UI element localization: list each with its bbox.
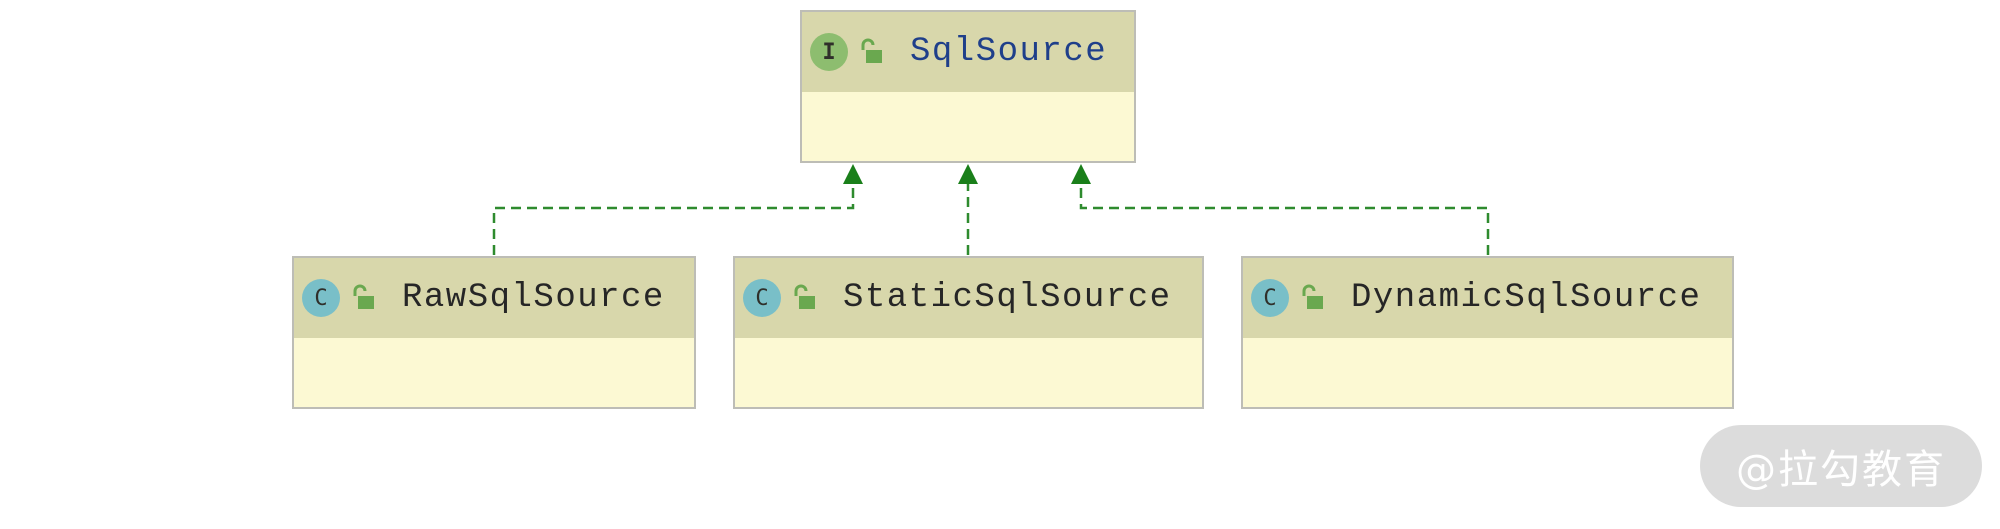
arrowhead-dynamicsqlsource xyxy=(1071,164,1091,184)
dynamicsqlsource-name: DynamicSqlSource xyxy=(1351,279,1702,317)
unlocked-padlock-icon xyxy=(861,38,882,63)
staticsqlsource-body xyxy=(735,338,1202,407)
edge-rawsqlsource-to-sqlsource xyxy=(492,182,855,255)
sqlsource-header: I SqlSource xyxy=(802,12,1134,96)
class-badge-icon: C xyxy=(302,279,340,317)
class-badge-icon: C xyxy=(743,279,781,317)
watermark-badge: @拉勾教育 xyxy=(1700,425,1982,507)
rawsqlsource-body xyxy=(294,338,694,407)
staticsqlsource-class-box[interactable]: C StaticSqlSource xyxy=(733,256,1204,409)
arrowhead-rawsqlsource xyxy=(843,164,863,184)
arrowhead-staticsqlsource xyxy=(958,164,978,184)
staticsqlsource-name: StaticSqlSource xyxy=(843,279,1172,317)
rawsqlsource-class-box[interactable]: C RawSqlSource xyxy=(292,256,696,409)
unlocked-padlock-icon xyxy=(1302,284,1323,309)
edge-dynamicsqlsource-to-sqlsource xyxy=(1079,182,1490,255)
unlocked-padlock-icon xyxy=(353,284,374,309)
dynamicsqlsource-header: C DynamicSqlSource xyxy=(1243,258,1732,342)
rawsqlsource-name: RawSqlSource xyxy=(402,279,665,317)
sqlsource-name: SqlSource xyxy=(910,33,1108,71)
sqlsource-interface-box[interactable]: I SqlSource xyxy=(800,10,1136,163)
unlocked-padlock-icon xyxy=(794,284,815,309)
interface-badge-icon: I xyxy=(810,33,848,71)
sqlsource-body xyxy=(802,92,1134,161)
rawsqlsource-header: C RawSqlSource xyxy=(294,258,694,342)
dynamicsqlsource-body xyxy=(1243,338,1732,407)
watermark-text: @拉勾教育 xyxy=(1736,447,1946,493)
staticsqlsource-header: C StaticSqlSource xyxy=(735,258,1202,342)
dynamicsqlsource-class-box[interactable]: C DynamicSqlSource xyxy=(1241,256,1734,409)
class-badge-icon: C xyxy=(1251,279,1289,317)
